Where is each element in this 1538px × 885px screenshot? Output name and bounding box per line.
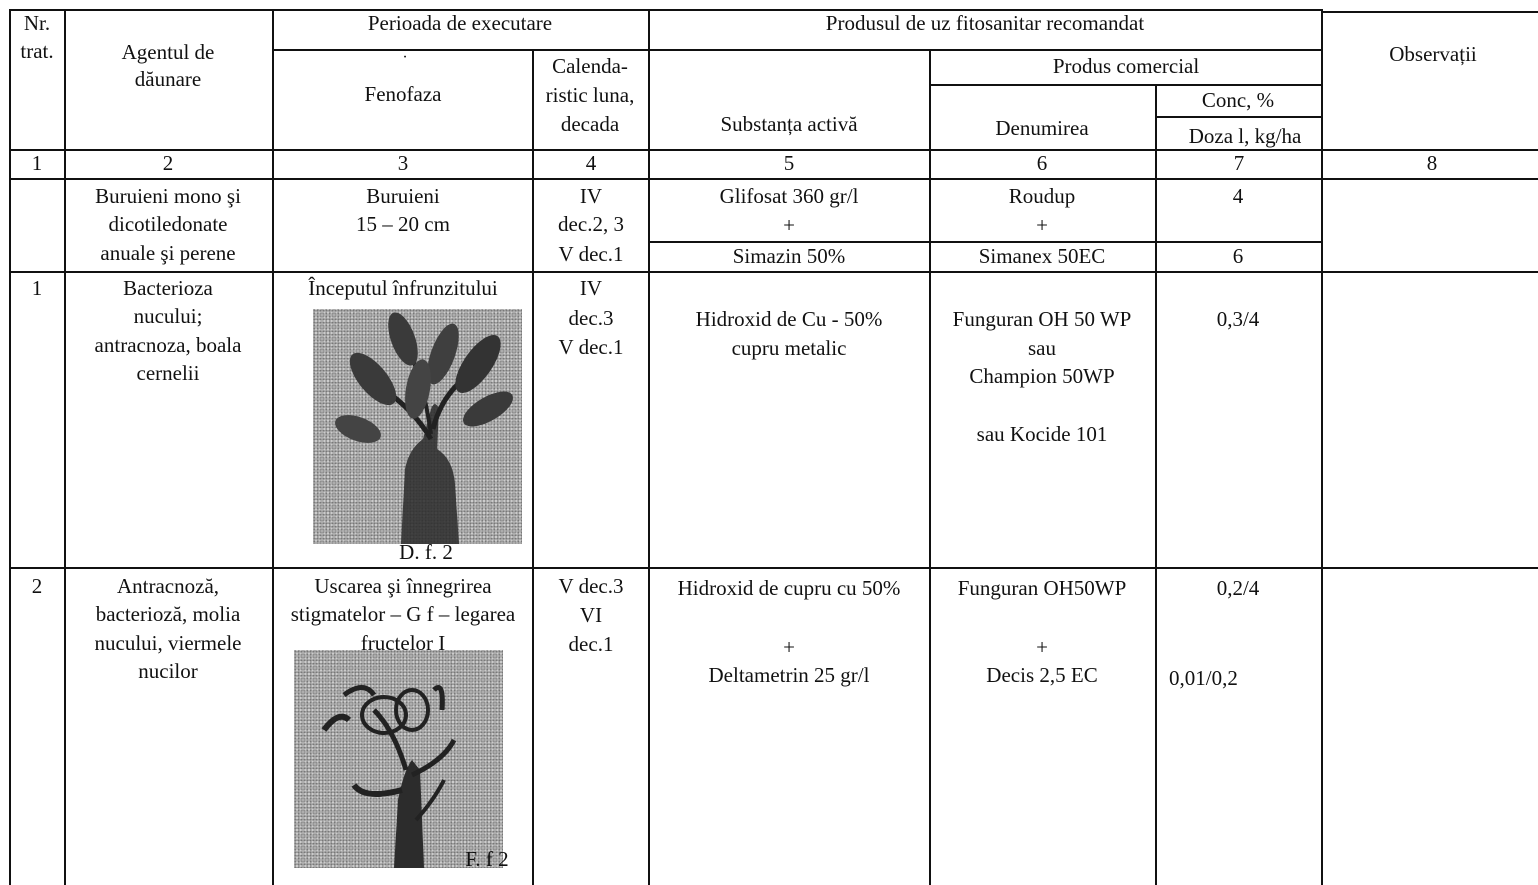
t2-agent-2: bacterioză, molia <box>95 602 241 626</box>
rule-perioada <box>272 49 1323 51</box>
header-observatii: Observații <box>1389 42 1477 66</box>
rule-weeds-split <box>650 241 1322 243</box>
rule-v-substanta <box>929 49 931 885</box>
t1-nr: 1 <box>31 276 43 300</box>
header-fenofaza: Fenofaza <box>364 82 442 106</box>
rule-v-left <box>9 9 11 885</box>
t1-image-caption: D. f. 2 <box>399 540 453 564</box>
t1-agent-3: antracnoza, boala <box>94 333 242 357</box>
rule-t1-bottom <box>9 567 1538 569</box>
col-number-7: 7 <box>1233 151 1245 175</box>
rule-v-doza <box>1321 9 1323 885</box>
t1-substanta-1: Hidroxid de Cu - 50% <box>695 307 883 331</box>
weeds-fenofaza-2: 15 – 20 cm <box>356 212 450 236</box>
weeds-doza-2: 6 <box>1232 244 1244 268</box>
t2-doza-2: 0,01/0,2 <box>1169 666 1238 690</box>
t2-substanta-plus: + <box>783 635 795 659</box>
header-doza: Doza l, kg/ha <box>1188 124 1302 148</box>
t2-denumire-1: Funguran OH50WP <box>957 576 1127 600</box>
header-denumirea: Denumirea <box>995 116 1089 140</box>
col-number-6: 6 <box>1036 151 1048 175</box>
col-number-8: 8 <box>1426 151 1438 175</box>
rule-col-numbers-top <box>9 149 1538 151</box>
header-agent-2: dăunare <box>134 67 202 91</box>
rule-col-numbers-bottom <box>9 178 1538 180</box>
t2-nr: 2 <box>31 574 43 598</box>
t2-fenofaza-1: Uscarea şi înnegrirea <box>314 574 492 598</box>
walnut-budding-image <box>313 309 522 544</box>
t2-calendar-3: dec.1 <box>568 632 614 656</box>
rule-v-fenofaza <box>532 49 534 885</box>
header-calendar-3: decada <box>560 112 620 136</box>
weeds-calendar-3: V dec.1 <box>558 242 624 266</box>
header-calendar-2: ristic luna, <box>545 83 635 107</box>
walnut-leaves-drawing <box>335 312 513 544</box>
header-produs-comercial: Produs comercial <box>1052 54 1200 78</box>
header-conc: Conc, % <box>1201 88 1275 112</box>
header-nr-trat-2: trat. <box>20 39 54 63</box>
rule-v-agent <box>272 9 274 885</box>
t1-doza: 0,3/4 <box>1216 307 1260 331</box>
t1-substanta-2: cupru metalic <box>731 336 847 360</box>
t1-fenofaza: Începutul înfrunzitului <box>308 276 498 300</box>
rule-top-obs <box>1323 11 1538 13</box>
t2-denumire-plus: + <box>1036 635 1048 659</box>
t1-calendar-2: dec.3 <box>568 306 614 330</box>
rule-v-calendar <box>648 9 650 885</box>
col-number-3: 3 <box>397 151 409 175</box>
t2-substanta-1: Hidroxid de cupru cu 50% <box>677 576 901 600</box>
weeds-calendar-1: IV <box>579 184 603 208</box>
weeds-fenofaza-1: Buruieni <box>366 184 440 208</box>
rule-produs-comercial <box>929 84 1323 86</box>
t2-calendar-2: VI <box>579 603 603 627</box>
col-number-5: 5 <box>783 151 795 175</box>
weeds-substanta-plus: + <box>783 213 795 237</box>
col-number-4: 4 <box>585 151 597 175</box>
t2-fenofaza-2: stigmatelor – G f – legarea <box>290 602 516 626</box>
t1-denumire-2: sau <box>1028 336 1056 360</box>
rule-v-denumire <box>1155 84 1157 885</box>
col-number-1: 1 <box>31 151 43 175</box>
weeds-denumire-2: Simanex 50EC <box>978 244 1106 268</box>
t2-agent-4: nucilor <box>138 659 198 683</box>
rule-v-nr <box>64 9 66 885</box>
header-dot: · <box>402 49 408 66</box>
rule-weeds-bottom <box>9 271 1538 273</box>
t1-agent-4: cernelii <box>136 361 200 385</box>
header-substanta: Substanța activă <box>720 112 858 136</box>
header-perioada: Perioada de executare <box>367 11 553 35</box>
t2-calendar-1: V dec.3 <box>558 574 624 598</box>
header-calendar-1: Calenda- <box>552 54 628 78</box>
walnut-fruit-set-image <box>294 650 503 868</box>
col-number-2: 2 <box>162 151 174 175</box>
t1-calendar-3: V dec.1 <box>558 335 624 359</box>
weeds-denumire-plus: + <box>1036 213 1048 237</box>
t1-denumire-4: sau Kocide 101 <box>976 422 1108 446</box>
t2-doza-1: 0,2/4 <box>1216 576 1260 600</box>
t2-agent-1: Antracnoză, <box>116 574 220 598</box>
t2-substanta-2: Deltametrin 25 gr/l <box>708 663 870 687</box>
weeds-agent-2: dicotiledonate <box>108 212 228 236</box>
weeds-agent-1: Buruieni mono şi <box>95 184 241 208</box>
rule-conc <box>1157 116 1323 118</box>
weeds-substanta-2: Simazin 50% <box>732 244 846 268</box>
header-agent-1: Agentul de <box>121 40 215 64</box>
t1-calendar-1: IV <box>579 276 603 300</box>
t1-denumire-1: Funguran OH 50 WP <box>952 307 1132 331</box>
weeds-agent-3: anuale şi perene <box>100 241 236 265</box>
t2-image-caption: F. f 2 <box>465 847 509 871</box>
header-nr-trat-1: Nr. <box>23 11 51 35</box>
weeds-substanta-1: Glifosat 360 gr/l <box>719 184 859 208</box>
weeds-calendar-2: dec.2, 3 <box>558 212 624 236</box>
t2-denumire-2: Decis 2,5 EC <box>986 663 1098 687</box>
t2-agent-3: nucului, viermele <box>94 631 242 655</box>
header-produsul: Produsul de uz fitosanitar recomandat <box>825 11 1145 35</box>
weeds-doza-1: 4 <box>1232 184 1244 208</box>
t1-agent-2: nucului; <box>133 304 203 328</box>
walnut-flowers-drawing <box>321 685 457 868</box>
weeds-denumire-1: Roudup <box>1008 184 1076 208</box>
t1-denumire-3: Champion 50WP <box>969 364 1115 388</box>
rule-top <box>9 9 1323 11</box>
t1-agent-1: Bacterioza <box>123 276 213 300</box>
